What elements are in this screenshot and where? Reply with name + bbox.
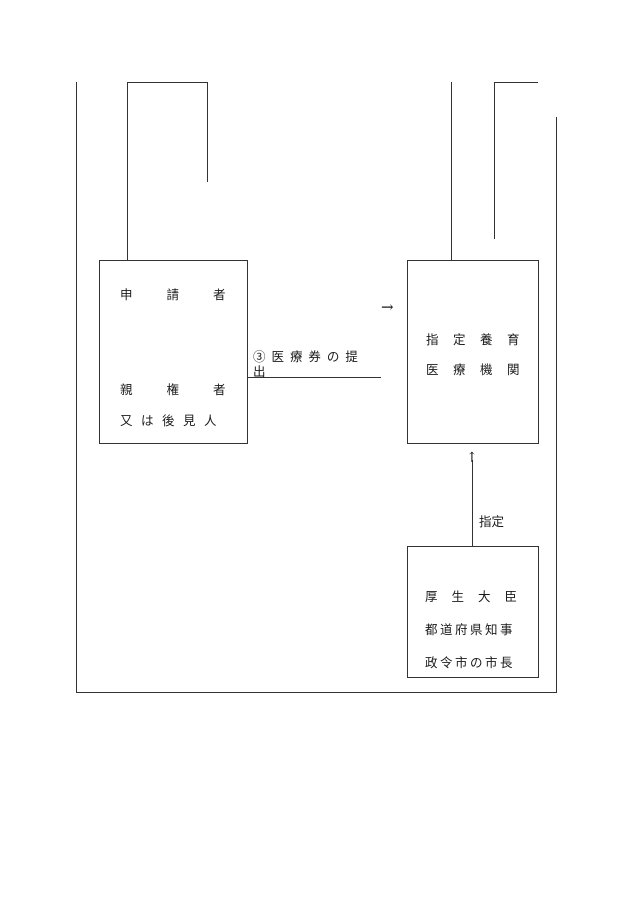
- authority-line2: 都道府県知事: [425, 622, 515, 637]
- designate-edge-line: [472, 460, 473, 546]
- submit-arrow-icon: →: [381, 298, 394, 316]
- applicant-role-line1-text: 親権者: [120, 382, 260, 397]
- institution-top-connector-left: [451, 82, 452, 260]
- submit-label-line2: 出: [253, 364, 266, 379]
- outer-frame-bottom: [76, 692, 557, 693]
- authority-line2-text: 都道府県知事: [425, 622, 516, 637]
- applicant-role-line2: 又は後見人: [120, 413, 230, 429]
- applicant-box: [99, 260, 248, 444]
- applicant-title: 申請者: [120, 287, 228, 303]
- authority-line1-text: 厚生大臣: [425, 589, 532, 604]
- designate-arrow-icon: ↑: [466, 450, 478, 466]
- submit-edge-line: [248, 377, 381, 378]
- applicant-top-connector-top: [127, 82, 208, 83]
- applicant-role-line1: 親権者: [120, 382, 228, 398]
- applicant-title-text: 申請者: [120, 287, 260, 302]
- authority-box: [407, 546, 539, 678]
- authority-line1: 厚生大臣: [425, 589, 531, 604]
- outer-frame-right: [556, 117, 557, 693]
- institution-box: [407, 260, 539, 444]
- institution-line2: 医療機関: [426, 362, 534, 377]
- outer-frame-left: [76, 82, 77, 693]
- applicant-role-line2-text: 又は後見人: [120, 413, 226, 428]
- authority-line3: 政令市の市長: [425, 655, 515, 670]
- institution-line1-text: 指定養育: [426, 332, 535, 347]
- submit-label-line1-text: ③ 医 療 券 の 提: [253, 349, 359, 364]
- institution-top-connector-top: [494, 82, 538, 83]
- institution-line2-text: 医療機関: [426, 362, 535, 377]
- submit-label-line2-text: 出: [253, 364, 266, 379]
- submit-label-line1: ③ 医 療 券 の 提: [253, 349, 359, 364]
- applicant-top-connector-left: [127, 82, 128, 260]
- designate-label: 指定: [479, 514, 504, 529]
- institution-line1: 指定養育: [426, 332, 534, 347]
- designate-label-text: 指定: [479, 514, 505, 529]
- institution-top-connector-right: [494, 82, 495, 239]
- applicant-top-connector-right: [207, 82, 208, 182]
- authority-line3-text: 政令市の市長: [425, 655, 516, 670]
